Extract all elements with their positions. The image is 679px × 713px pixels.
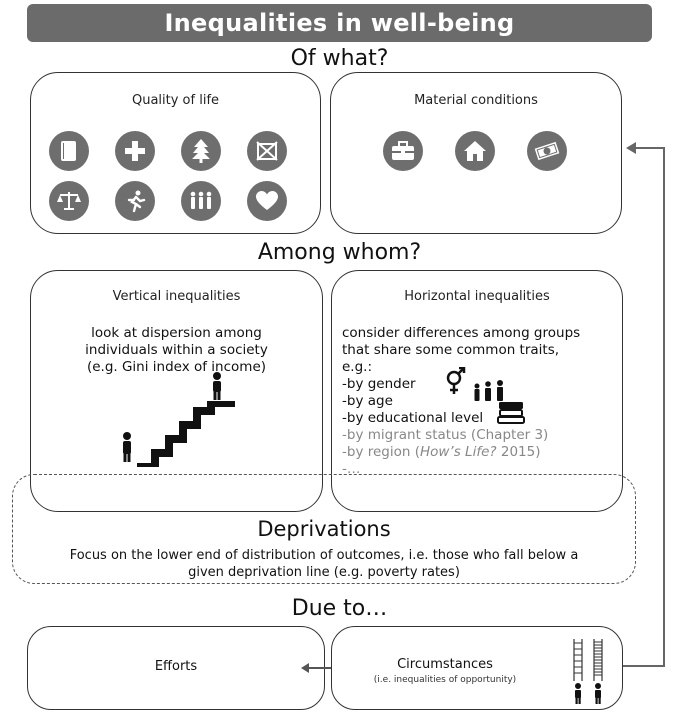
heading-of-what: Of what? [290,46,389,71]
horizontal-description: consider differences among groups that s… [342,325,622,478]
vertical-line-3: (e.g. Gini index of income) [86,359,267,375]
material-conditions-box: Material conditions [330,72,622,234]
circumstances-box: Circumstances (i.e. inequalities of oppo… [331,626,623,710]
vertical-inequalities-box: Vertical inequalities look at dispersion… [30,270,323,512]
vertical-line-1: look at dispersion among [91,325,262,341]
health-cross-icon [115,131,155,171]
book-icon [49,131,89,171]
horizontal-line-2: that share some common traits, [342,342,560,358]
item-region: -by region (How’s Life? 2015) [342,444,541,460]
material-conditions-title: Material conditions [414,93,538,108]
circumstances-note: (i.e. inequalities of opportunity) [373,675,517,685]
horizontal-inequalities-box: Horizontal inequalities consider differe… [331,270,623,512]
item-ellipsis: -… [342,461,361,477]
heading-among-whom: Among whom? [257,240,422,265]
gender-symbol-icon [446,367,466,394]
books-icon [497,402,525,424]
efforts-box: Efforts [27,626,325,710]
diagram-title: Inequalities in well-being [27,4,652,42]
item-age: -by age [342,393,393,409]
deprivations-box: Deprivations Focus on the lower end of d… [12,474,636,584]
horizontal-line-3: e.g.: [342,359,373,375]
quality-of-life-box: Quality of life [30,72,321,234]
vertical-description: look at dispersion among individuals wit… [31,325,322,376]
vertical-inequalities-title: Vertical inequalities [112,289,241,304]
runner-icon [115,181,155,221]
person-top-icon [213,372,221,400]
efforts-label: Efforts [154,659,198,674]
age-people-icon [474,380,503,401]
person-bottom-icon [123,432,131,462]
deprivations-line-2: given deprivation line (e.g. poverty rat… [188,565,460,580]
heart-icon [247,181,287,221]
horizontal-line-1: consider differences among groups [342,325,581,341]
item-gender: -by gender [342,376,416,392]
vertical-line-2: individuals within a society [85,342,268,358]
feedback-arrow [623,142,665,667]
circumstances-label: Circumstances [397,657,493,672]
item-migrant: -by migrant status (Chapter 3) [342,427,549,443]
horizontal-inequalities-title: Horizontal inequalities [404,289,550,304]
briefcase-icon [383,131,423,171]
ladders-icon [573,639,603,704]
deprivations-line-1: Focus on the lower end of distribution o… [69,548,579,563]
heading-due-to: Due to… [291,596,388,621]
scales-icon [49,181,89,221]
item-education: -by educational level [342,410,484,426]
tree-icon [181,131,221,171]
quality-of-life-title: Quality of life [131,93,220,108]
staircase-illustration [123,372,235,467]
crossed-box-icon [247,131,287,171]
house-icon [455,131,495,171]
money-icon [527,131,567,171]
deprivations-title: Deprivations [257,517,391,541]
people-group-icon [181,181,221,221]
